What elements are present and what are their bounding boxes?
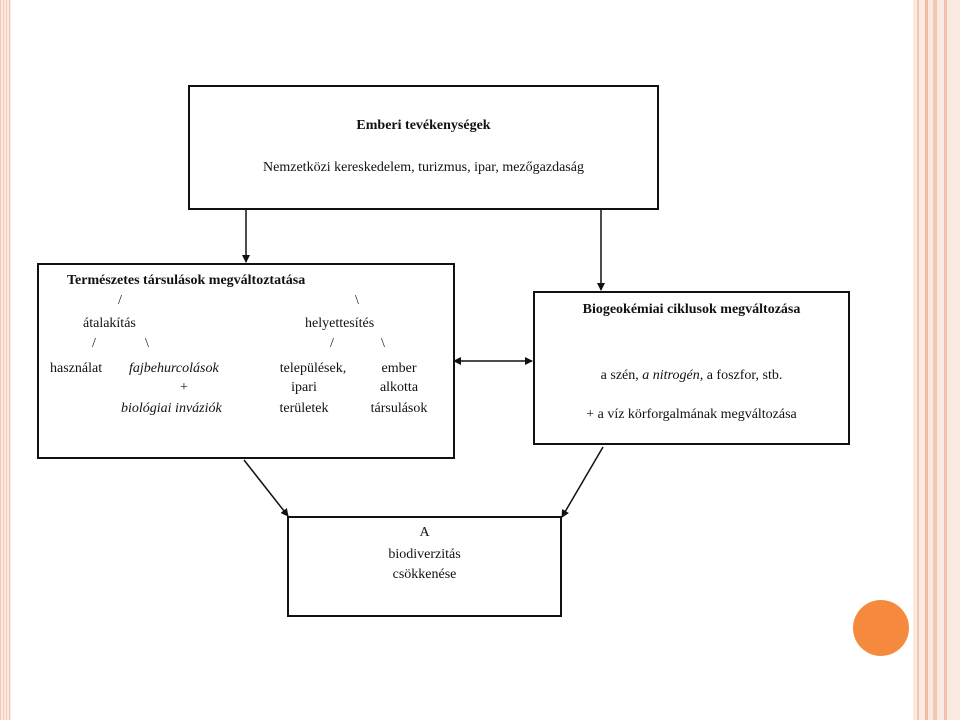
human-made-line1: ember <box>381 361 417 376</box>
slash-l2: / <box>92 336 96 351</box>
phosphorus-text: a foszfor, stb. <box>703 368 783 383</box>
biogeochemical-line1: a szén, a nitrogén, a foszfor, stb. <box>533 368 850 384</box>
use-label: használat <box>50 361 103 376</box>
accent-dot <box>853 600 909 656</box>
slash-r2: / <box>330 336 334 351</box>
settlements-line1: települések, <box>279 361 347 376</box>
biodiversity-box <box>287 516 562 617</box>
plus-sign: + <box>180 380 188 395</box>
arrow-cycles-to-biodiversity <box>561 446 604 518</box>
invasions-label: biológiai inváziók <box>121 401 222 416</box>
biogeochemical-line2: + a víz körforgalmának megváltozása <box>586 407 797 422</box>
replace-label: helyettesítés <box>305 316 375 331</box>
arrow-communities-to-biodiversity <box>243 459 289 517</box>
human-activities-text: Nemzetközi kereskedelem, turizmus, ipar,… <box>263 160 584 175</box>
backslash-l2: \ <box>145 336 149 351</box>
biogeochemical-title: Biogeokémiai ciklusok megváltozása <box>582 302 801 317</box>
backslash-r2: \ <box>381 336 385 351</box>
slide-border-right <box>913 0 960 720</box>
biodiversity-line3: csökkenése <box>392 567 457 582</box>
biogeochemical-box <box>533 291 850 445</box>
human-made-line2: alkotta <box>379 380 419 395</box>
human-made-line3: társulások <box>370 401 428 416</box>
slash-left: / <box>118 293 122 308</box>
carbon-text: a szén, <box>600 368 643 383</box>
slide-border-left <box>0 0 11 720</box>
human-activities-box <box>188 85 659 210</box>
natural-communities-title: Természetes társulások megváltoztatása <box>67 273 306 288</box>
natural-communities-box <box>37 263 455 459</box>
settlements-line2: ipari <box>291 380 317 395</box>
settlements-line3: területek <box>279 401 329 416</box>
biodiversity-line2: biodiverzitás <box>388 547 461 562</box>
backslash-right: \ <box>355 293 359 308</box>
human-activities-title: Emberi tevékenységek <box>356 118 491 133</box>
introductions-label: fajbehurcolások <box>129 361 219 376</box>
transform-label: átalakítás <box>83 316 136 331</box>
nitrogen-text: a nitrogén, <box>642 368 704 383</box>
biodiversity-line1: A <box>419 525 430 540</box>
